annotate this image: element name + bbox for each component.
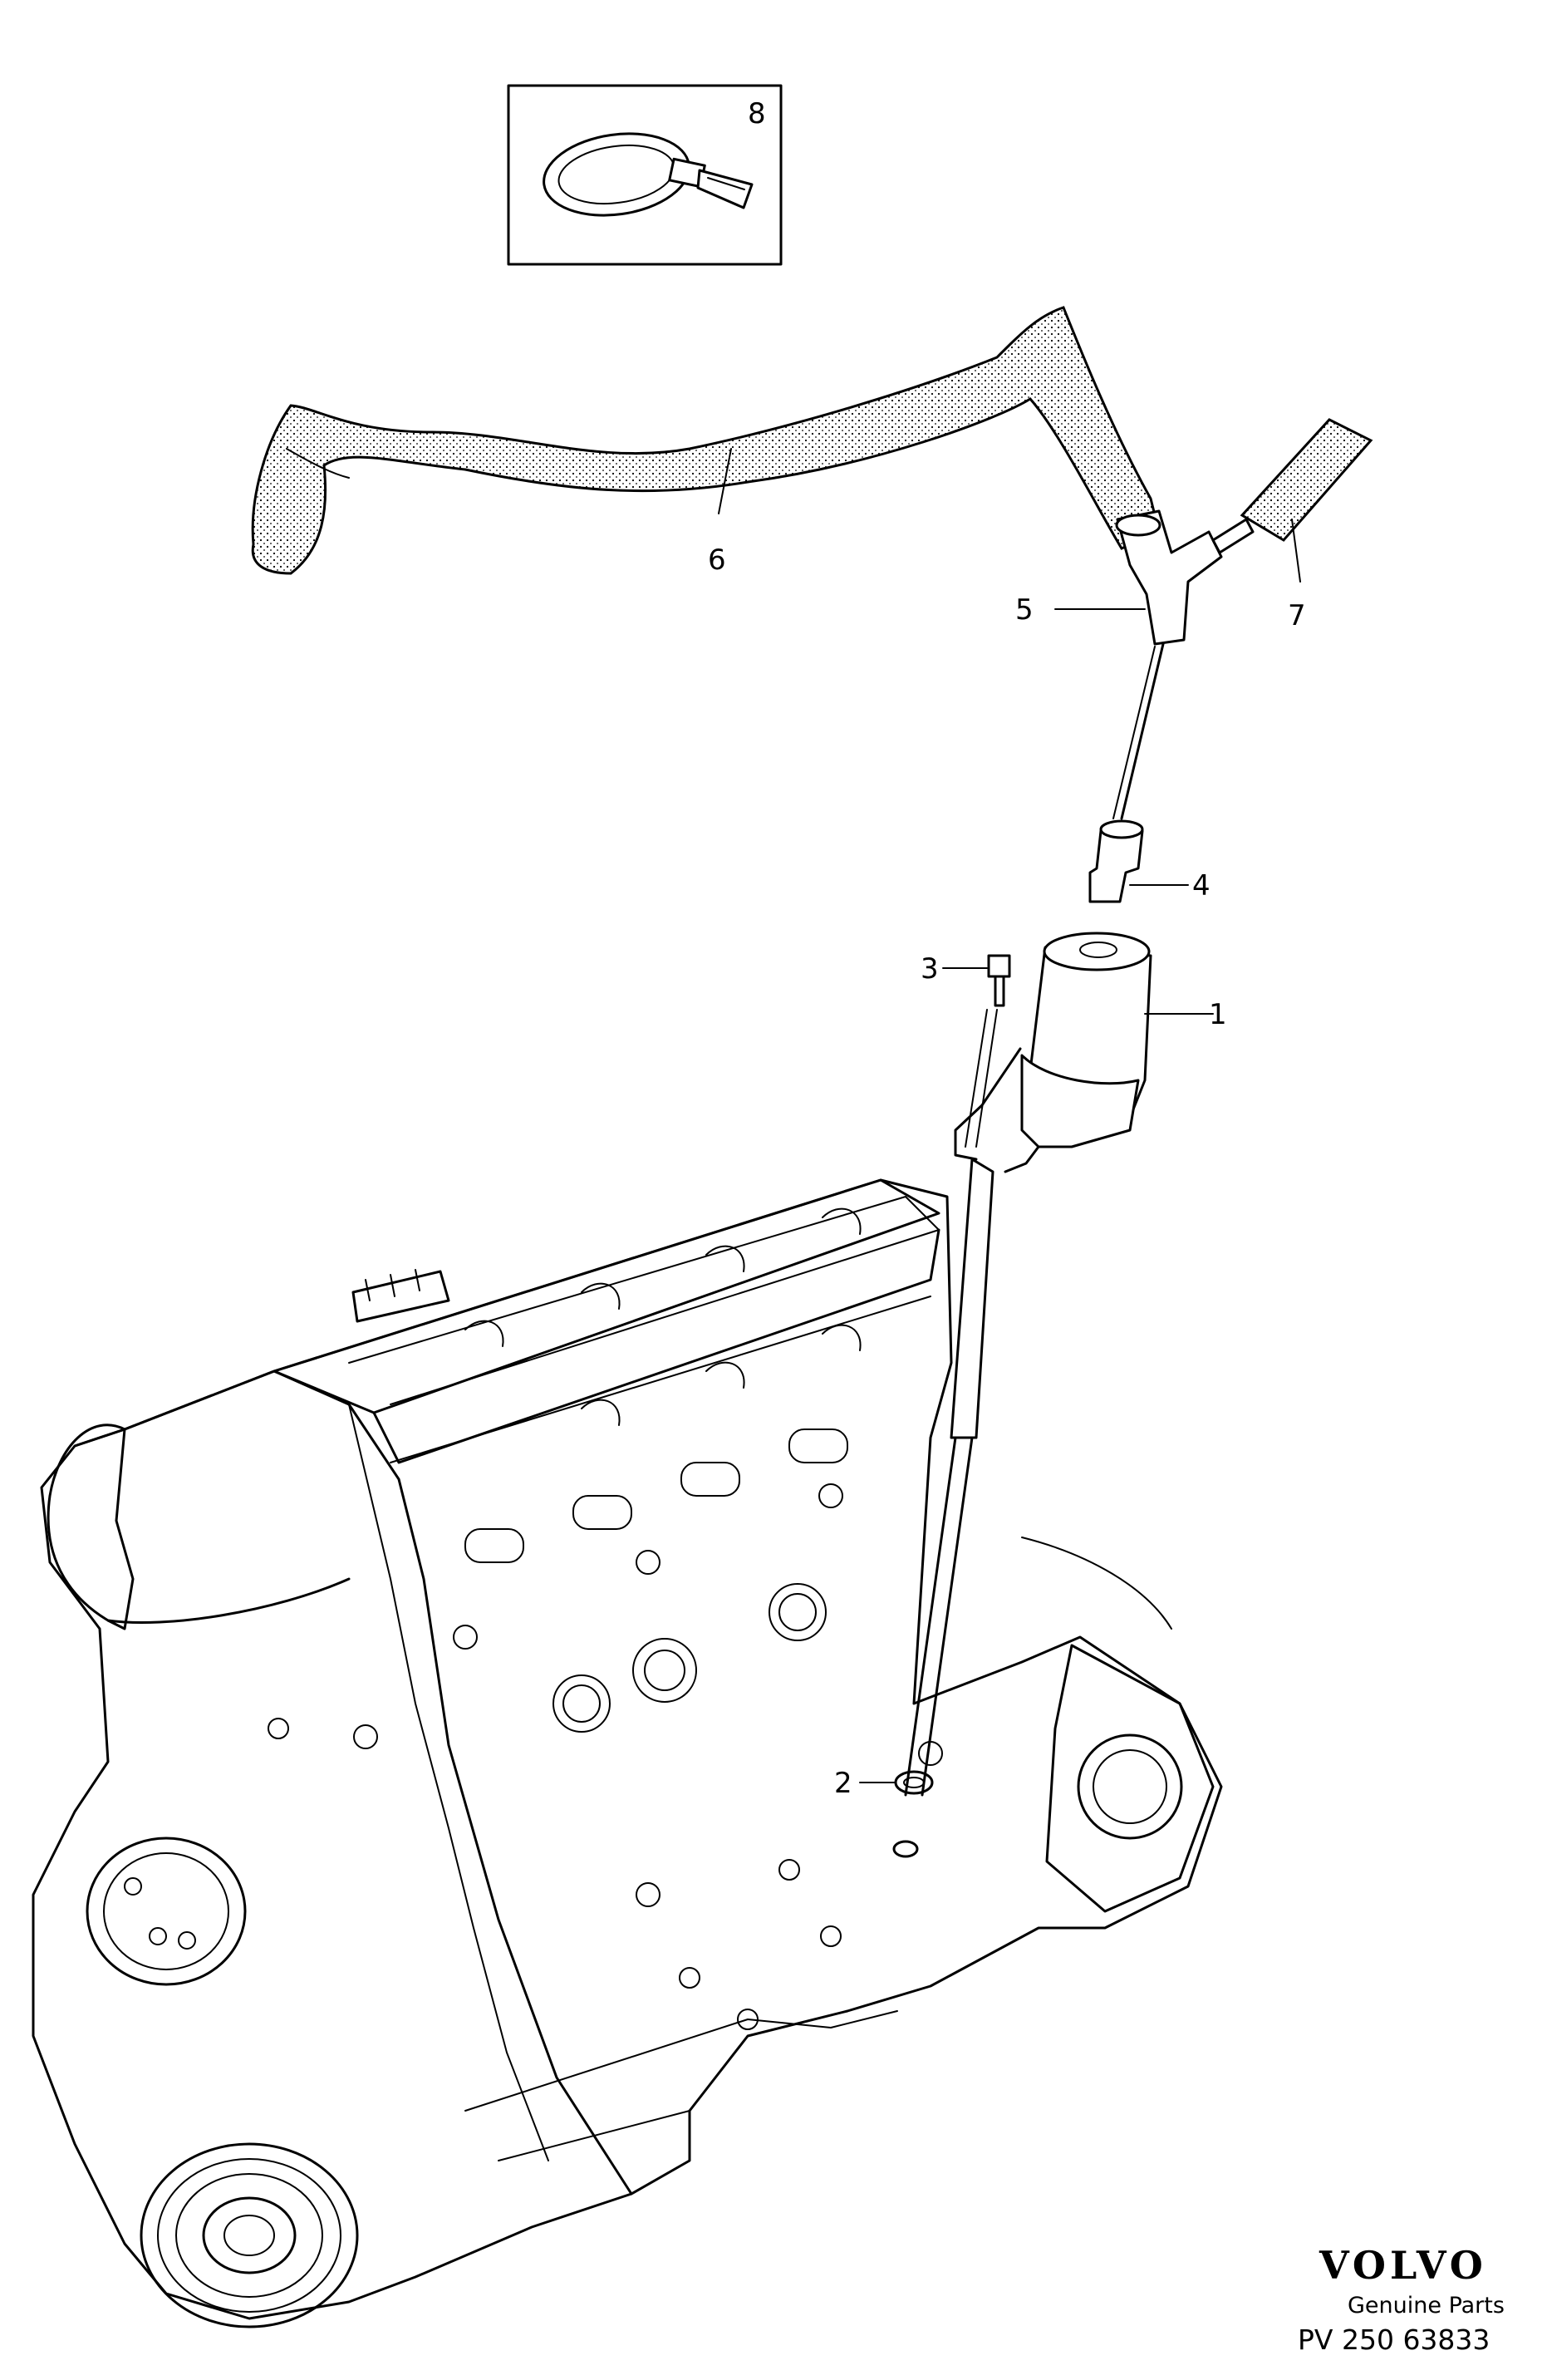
ventilation-hose: 6 (251, 306, 1161, 577)
small-hose: 7 (1211, 418, 1373, 632)
brand-subtitle: Genuine Parts (1348, 2293, 1505, 2319)
brand-logo: VOLVO (1319, 2243, 1487, 2288)
callout-3: 3 (921, 952, 939, 986)
diagram-code: PV 250 63833 (1298, 2323, 1490, 2356)
brand-footer: VOLVO Genuine Parts PV 250 63833 (1298, 2243, 1505, 2356)
callout-1: 1 (1209, 998, 1227, 1031)
engine-block (32, 1178, 1223, 2328)
bolt: 3 (921, 952, 1011, 1148)
clamp-inset: 8 (507, 84, 783, 266)
callout-6: 6 (708, 543, 726, 577)
o-ring: 2 (834, 1767, 934, 1858)
callout-8: 8 (748, 97, 766, 130)
callout-5: 5 (1015, 593, 1034, 627)
oil-trap: 1 (904, 932, 1227, 1797)
callout-7: 7 (1288, 599, 1306, 632)
callout-2: 2 (834, 1767, 852, 1800)
callout-4: 4 (1192, 869, 1211, 902)
grommet: 4 (1088, 819, 1211, 903)
y-connector: 5 (1015, 509, 1223, 820)
